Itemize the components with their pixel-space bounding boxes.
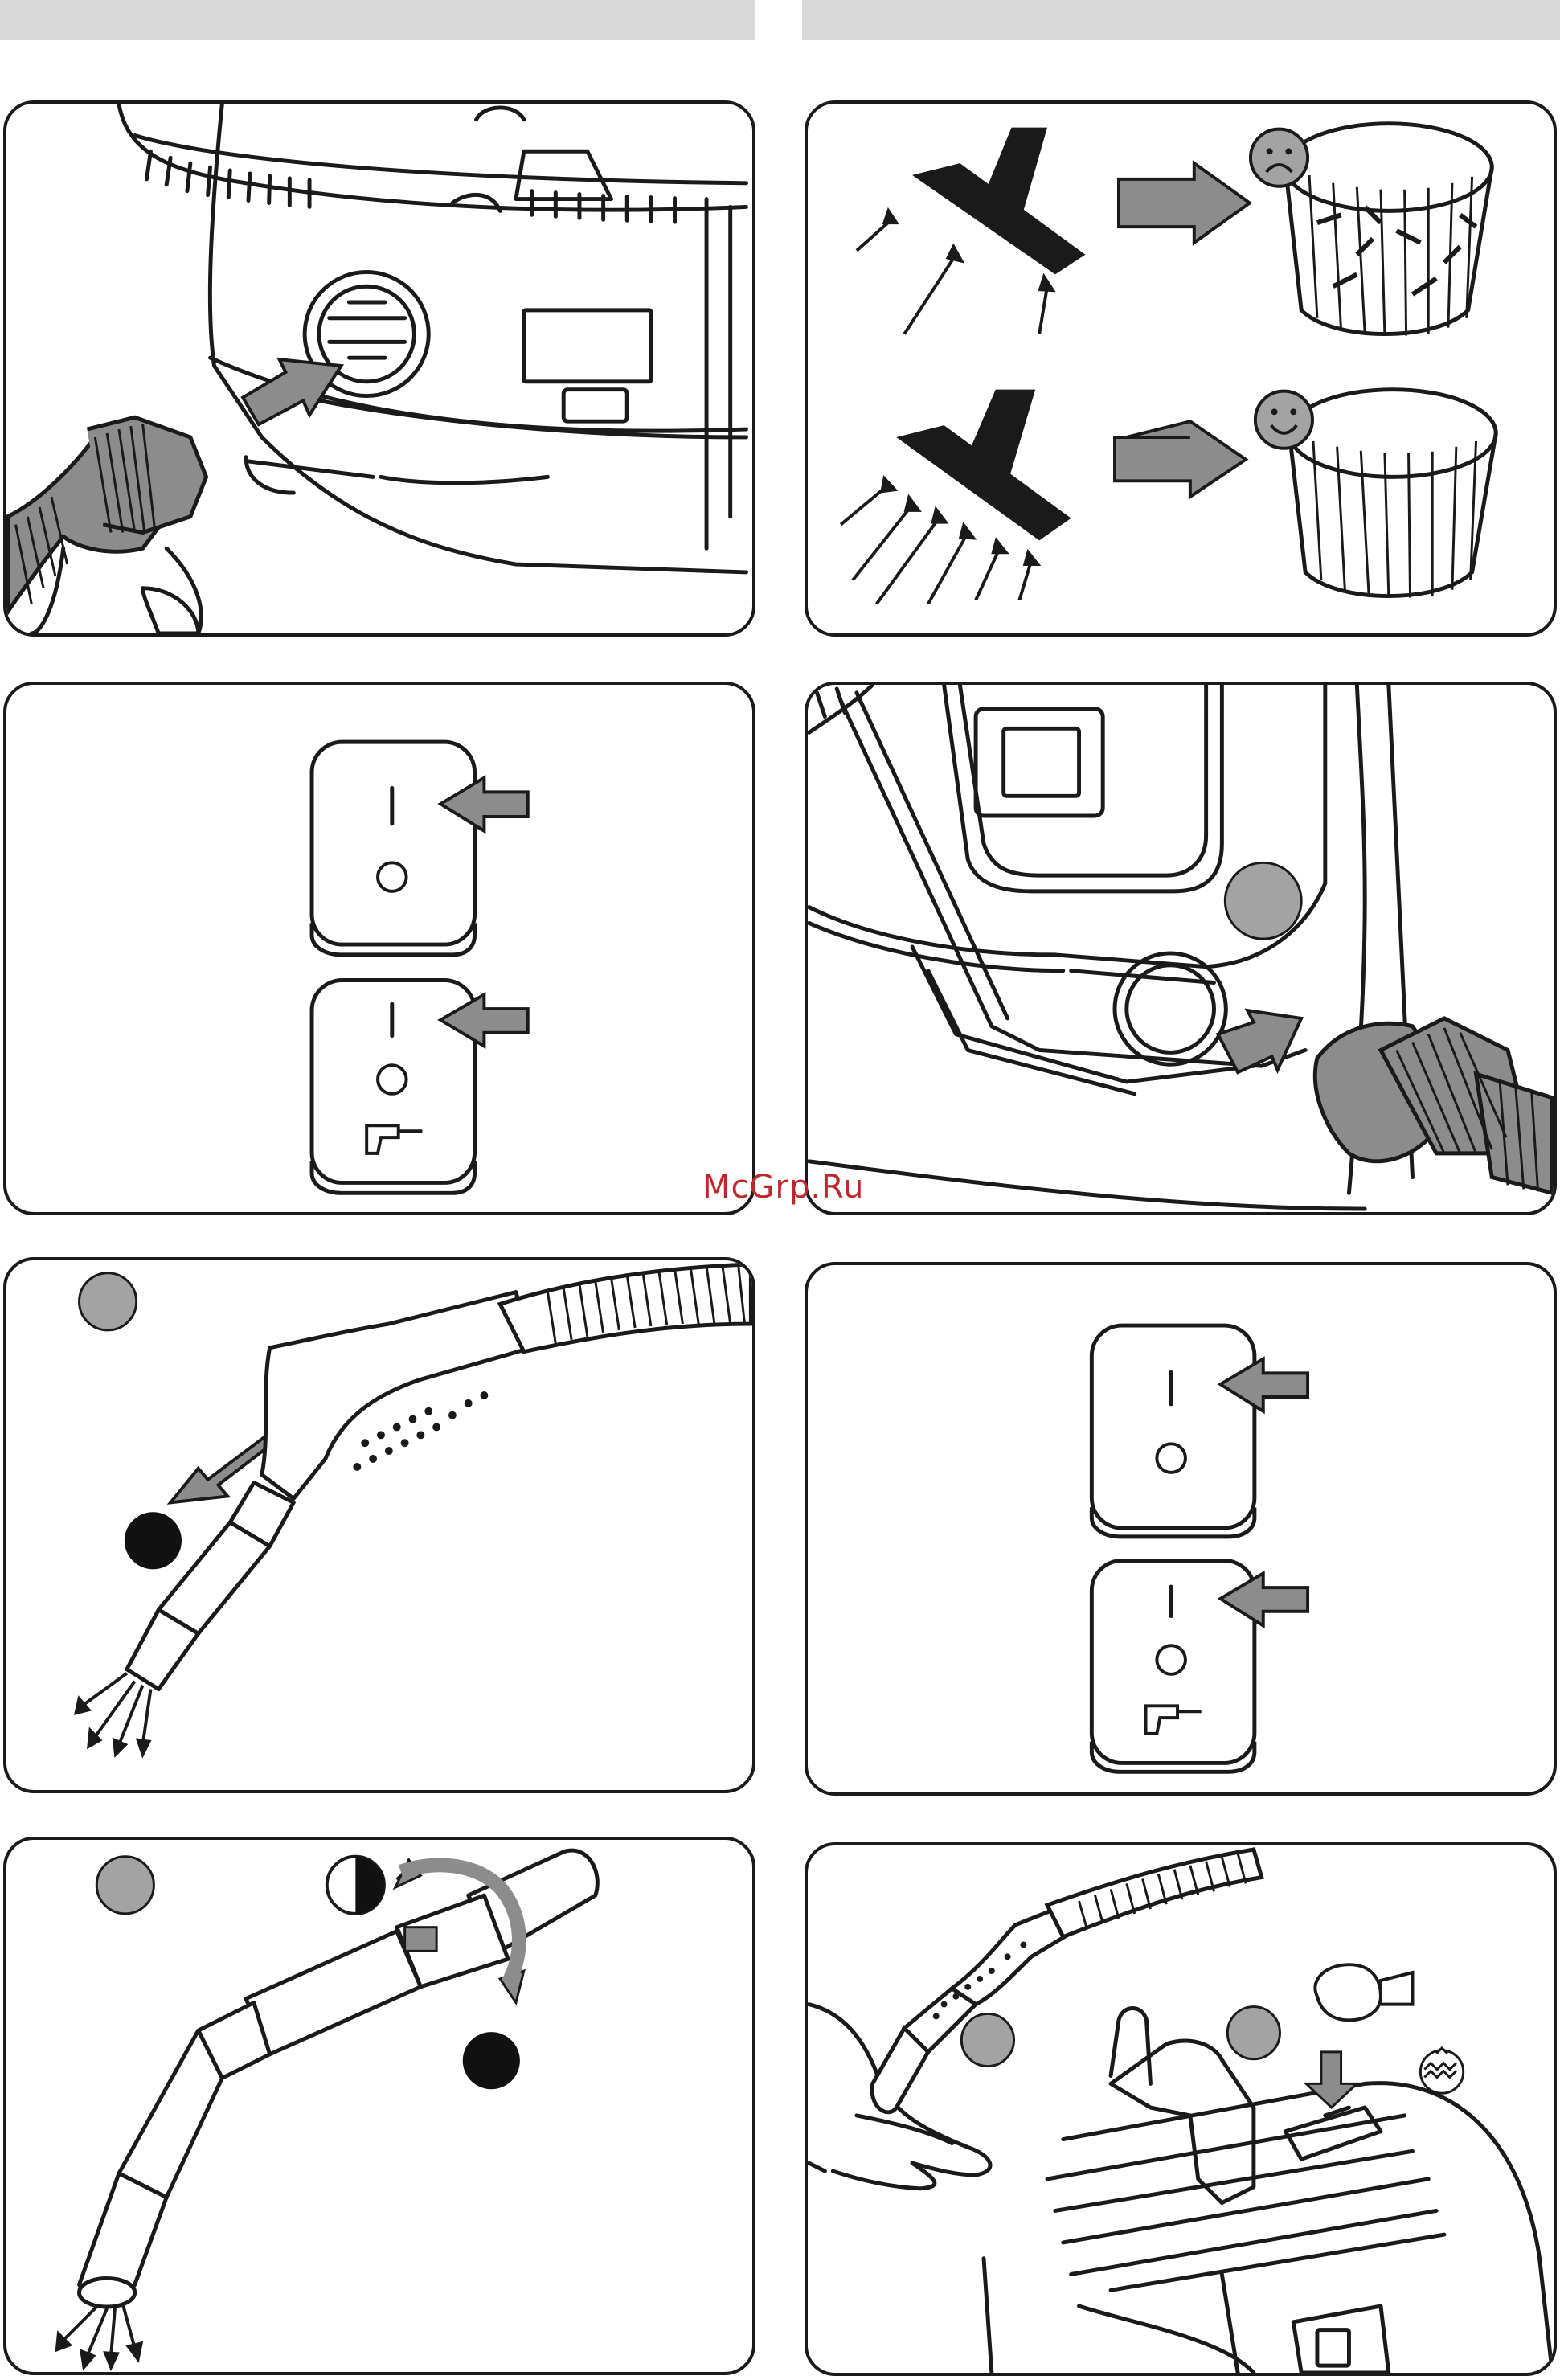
panel-filter-cleaning [805, 100, 1557, 637]
clean-nozzle [896, 390, 1071, 541]
gray-dot-marker [80, 1273, 137, 1330]
tool-socket-illustration [808, 685, 1554, 1212]
panel-tool-socket [805, 682, 1557, 1215]
blower-usage-illustration [808, 1845, 1554, 2373]
sad-face-icon [1251, 129, 1308, 186]
gray-dot-marker [961, 2013, 1013, 2066]
panel-hose-connect [3, 100, 755, 637]
auto-switch [1091, 1561, 1308, 1772]
header-bar-left [0, 0, 755, 40]
panel-blower-usage [805, 1842, 1557, 2376]
panel-handle-rotation [3, 1837, 755, 2375]
black-dot-marker [463, 2032, 520, 2089]
switch-modes-illustration [6, 685, 752, 1212]
header-bar-right [802, 0, 1560, 40]
power-switch [312, 742, 528, 955]
handle-airflow-illustration [6, 1260, 752, 1790]
watermark: McGrp.Ru [702, 1169, 864, 1206]
switch-modes-2-illustration [808, 1265, 1554, 1792]
panel-switch-modes-2 [805, 1262, 1557, 1796]
clean-filter [1289, 390, 1496, 598]
gray-dot-marker [1227, 2007, 1280, 2059]
gray-dot-marker [96, 1857, 154, 1914]
happy-face-icon [1255, 391, 1312, 449]
power-switch [1091, 1325, 1308, 1537]
black-dot-marker [125, 1512, 182, 1569]
panel-switch-modes [3, 682, 755, 1215]
filter-cleaning-illustration [808, 104, 1554, 633]
hose-connect-illustration [6, 104, 752, 633]
half-dot-marker [327, 1857, 384, 1914]
handle-rotation-illustration [6, 1840, 752, 2372]
clogged-filter [1285, 124, 1492, 336]
gray-dot-marker [1225, 862, 1301, 939]
auto-switch [312, 981, 528, 1194]
dirty-nozzle [912, 128, 1085, 275]
panel-handle-airflow [3, 1257, 755, 1793]
filter-symbol-icon [1420, 2048, 1463, 2093]
hand-press-icon [1315, 1964, 1412, 2020]
